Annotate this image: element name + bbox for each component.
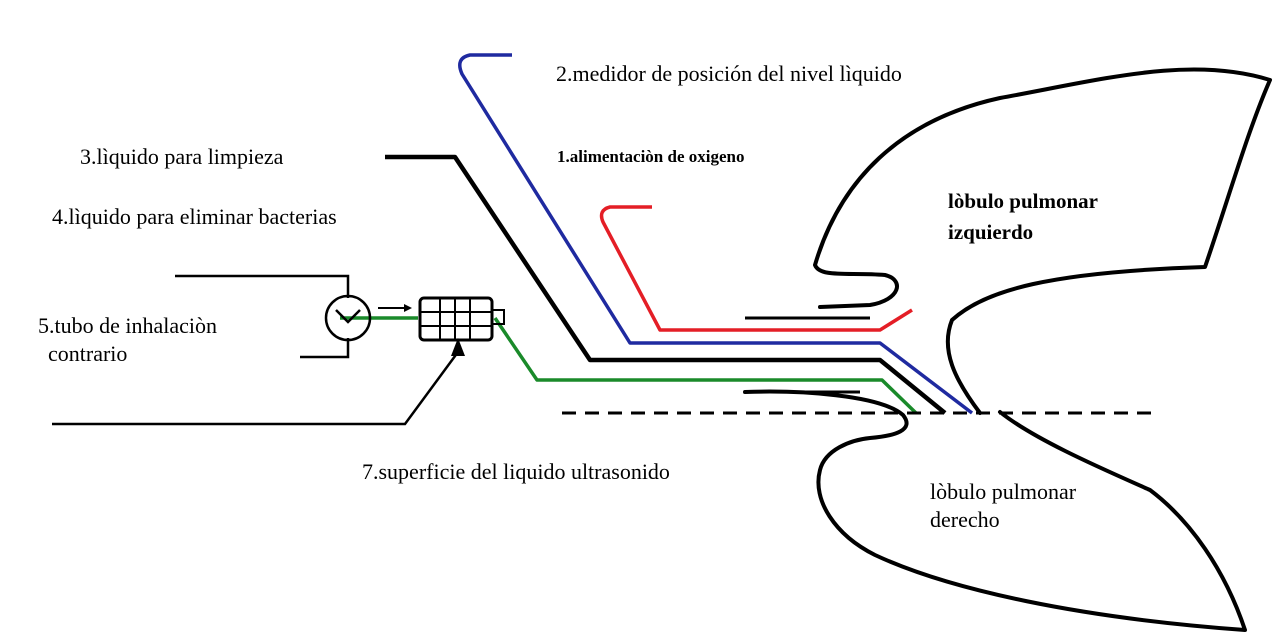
flow-arrowhead-icon [404, 304, 412, 312]
reverse-tube-label-line2: contrario [48, 341, 128, 366]
level-meter-label: 2.medidor de posición del nivel lìquido [556, 61, 902, 86]
left-lung-lobe-outline [813, 67, 1272, 415]
right-lobe-label: lòbulo pulmonar derecho [930, 478, 1076, 534]
oxygen-supply-label: 1.alimentaciòn de oxigeno [557, 147, 745, 166]
antibacterial-liquid-label: 4.lìquido para eliminar bacterias [52, 204, 337, 229]
left-lobe-label-line2: izquierdo [948, 220, 1034, 244]
valve-circle-icon [324, 294, 372, 342]
level-meter-line [458, 53, 974, 415]
ultrasonic-surface-label: 7.superficie del liquido ultrasonido [362, 459, 670, 484]
ultrasonic-pointer-arrowhead-icon [451, 338, 465, 356]
right-lobe-label-line1: lòbulo pulmonar [930, 479, 1077, 504]
reverse-tube-label-line1: 5.tubo de inhalaciòn [38, 313, 218, 338]
right-lung-lobe-outline [743, 389, 1247, 632]
reverse-tube-lower-line [300, 338, 350, 359]
left-lobe-label: lòbulo pulmonar izquierdo [948, 186, 1098, 248]
reverse-tube-upper-line [175, 274, 350, 298]
cleaning-liquid-line [385, 154, 947, 415]
ultrasonic-pointer-line [52, 351, 460, 426]
oxygen-supply-line [599, 205, 913, 332]
left-lobe-label-line1: lòbulo pulmonar [948, 189, 1098, 213]
right-lobe-label-line2: derecho [930, 507, 1000, 532]
cleaning-liquid-label: 3.lìquido para limpieza [80, 144, 284, 169]
valve-arrow-icon [335, 309, 361, 324]
ultrasonic-device-icon [418, 296, 505, 342]
